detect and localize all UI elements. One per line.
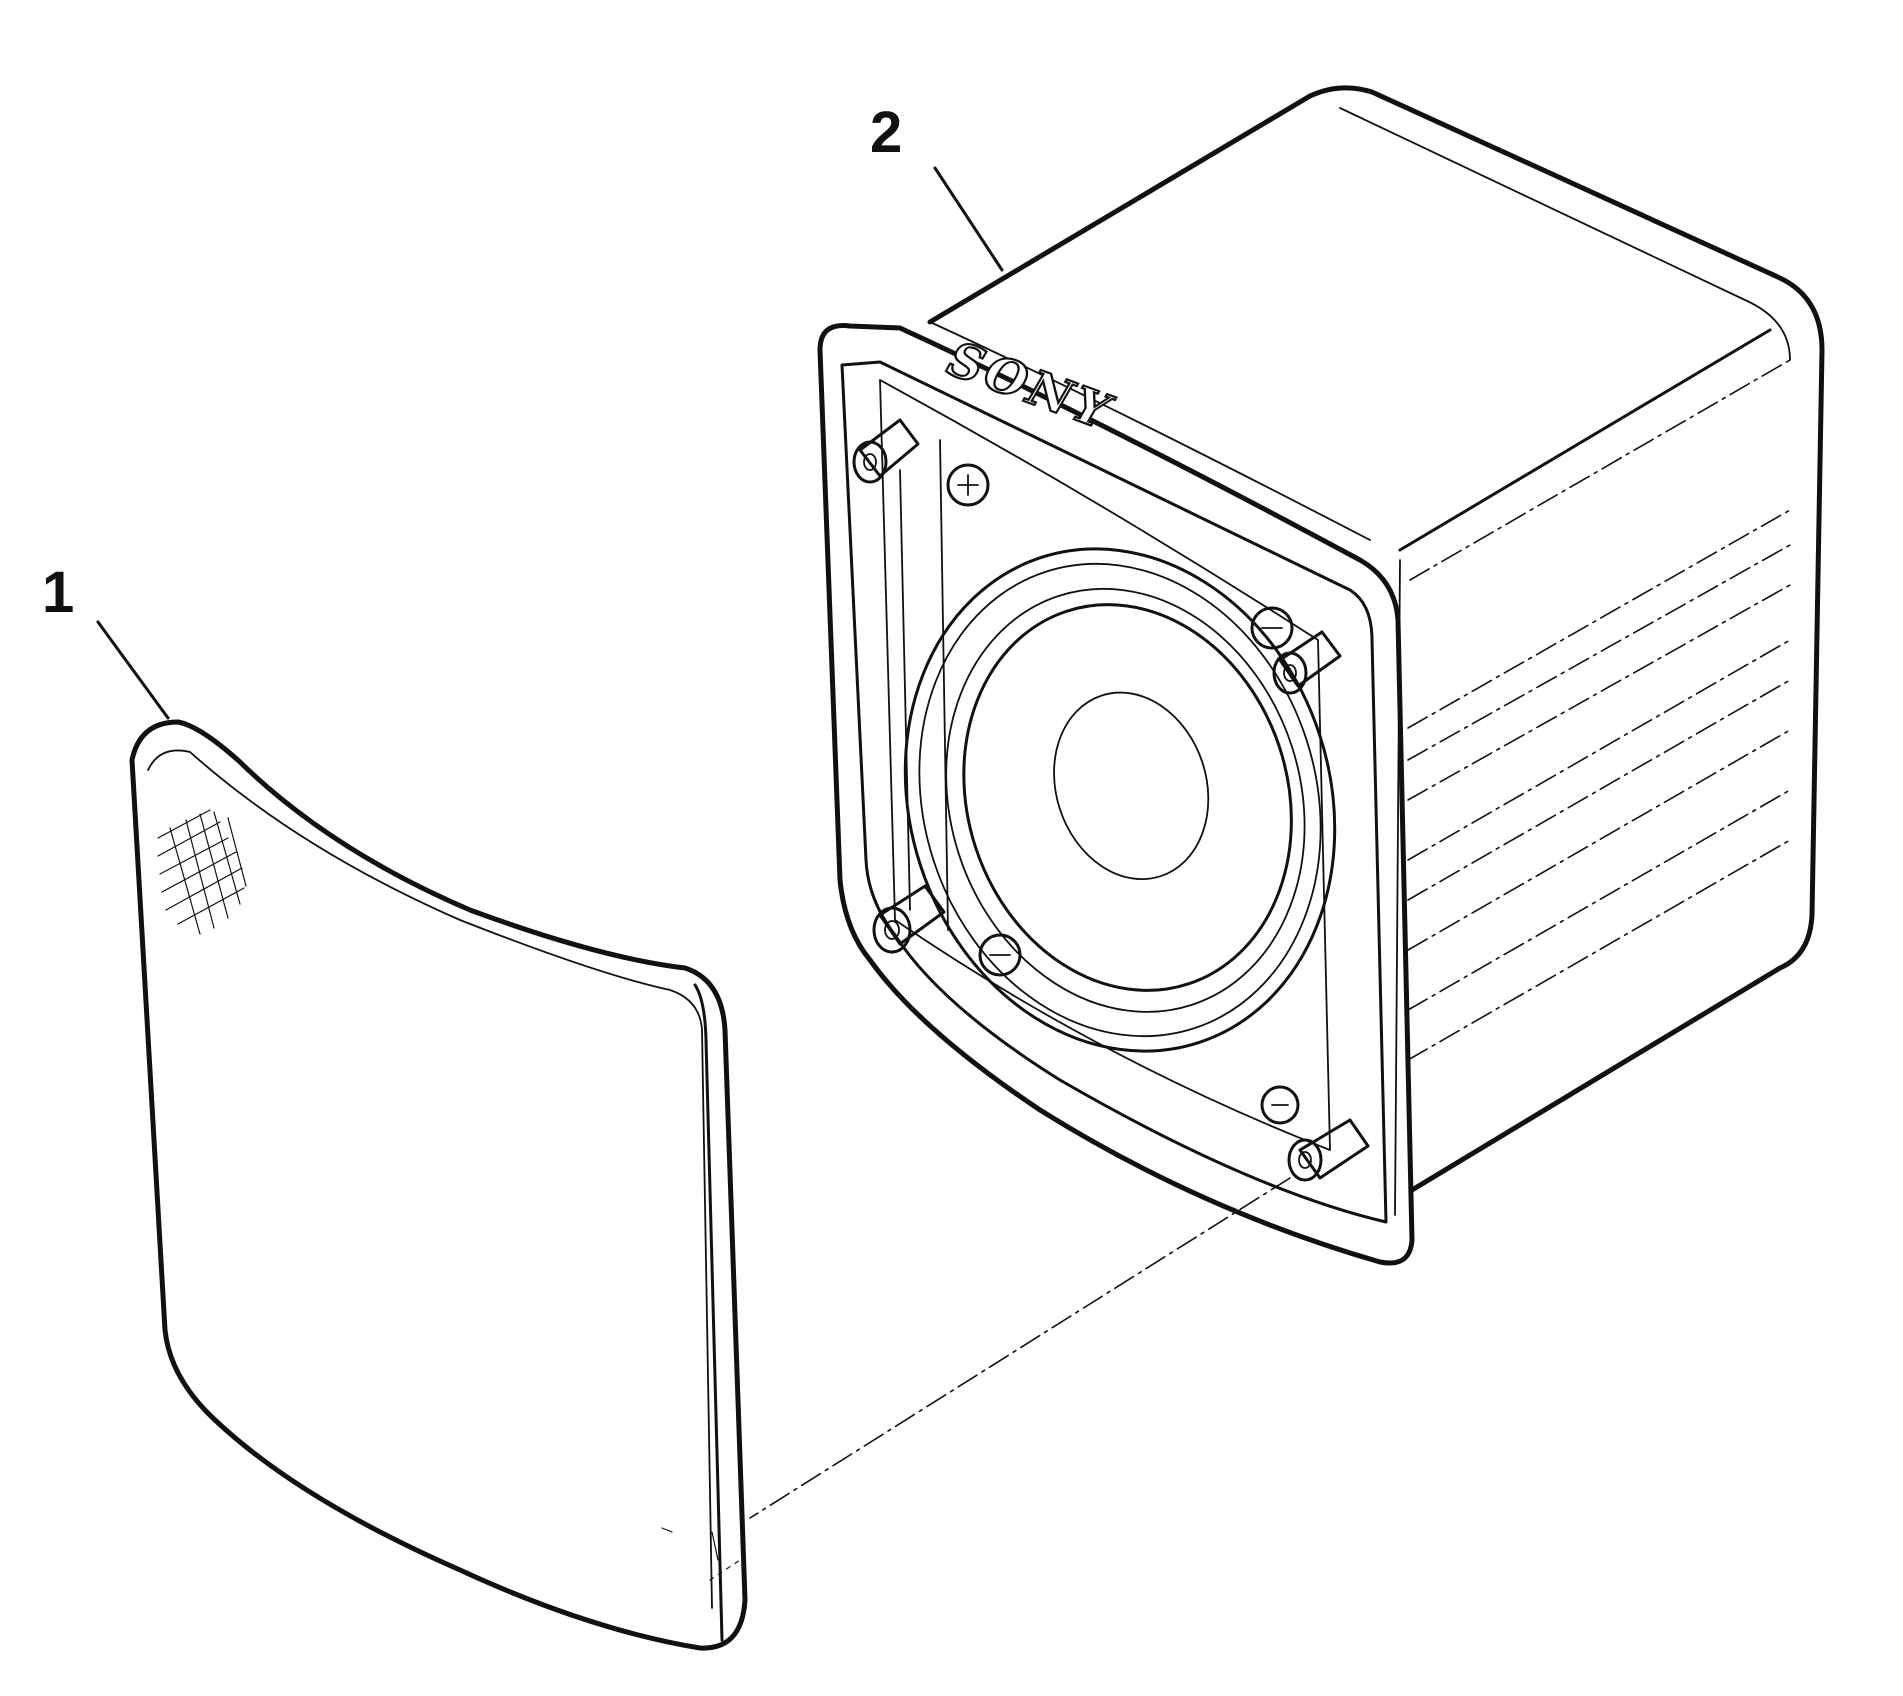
leader-line-grille <box>96 620 170 720</box>
cabinet-side-contours <box>1407 359 1791 1061</box>
mounting-peg-top-right <box>1272 630 1342 695</box>
leader-line-speaker <box>933 166 1004 272</box>
screw-bottom-left <box>978 933 1022 977</box>
callout-label-grille: 1 <box>42 560 74 625</box>
mounting-peg-top-left <box>852 418 920 484</box>
grille-mesh-pattern <box>157 809 247 935</box>
screw-bottom-right <box>1260 1085 1300 1125</box>
callout-label-speaker: 2 <box>870 100 902 165</box>
alignment-dashed-line <box>749 1177 1291 1519</box>
speaker-driver <box>903 547 1337 1053</box>
mounting-peg-bottom-right <box>1287 1118 1370 1182</box>
screw-top-left <box>946 463 990 507</box>
speaker-cabinet: SONY <box>817 85 1825 1266</box>
mounting-peg-bottom-left <box>872 884 946 954</box>
driver-dust-cap <box>1053 691 1210 881</box>
front-grille <box>129 719 748 1651</box>
brand-logo-text: SONY <box>936 333 1125 440</box>
screw-top-right <box>1250 606 1294 650</box>
